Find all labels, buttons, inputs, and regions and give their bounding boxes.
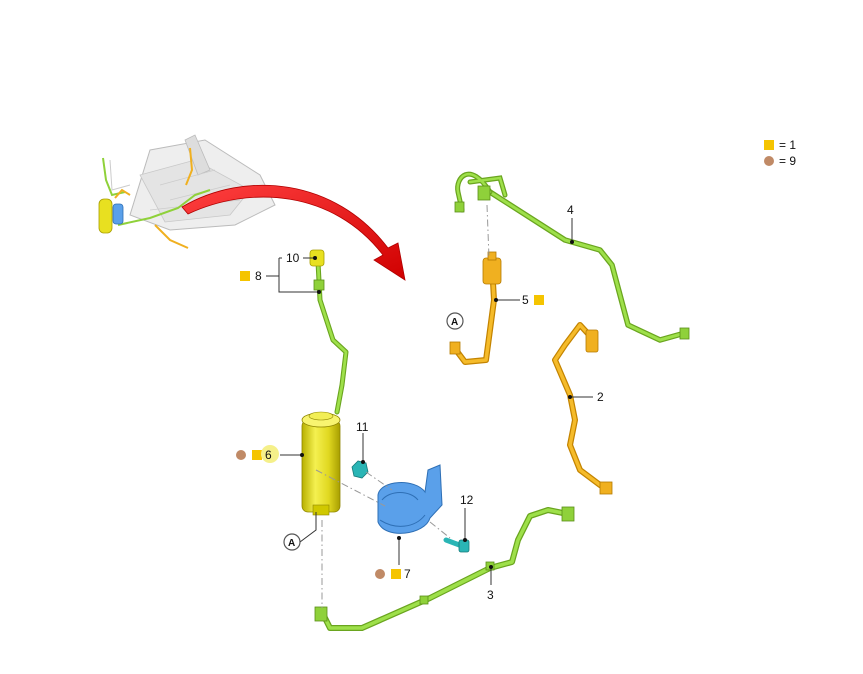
hose-part-10	[309, 249, 349, 415]
circle-marker-icon	[375, 569, 385, 579]
circle-marker-icon	[764, 156, 774, 166]
hose-part-4	[454, 171, 690, 343]
legend: = 1 = 9	[764, 138, 796, 168]
connector-a-lower: A	[283, 533, 301, 551]
bracket-part-7	[377, 464, 443, 534]
connector-a-upper: A	[446, 312, 464, 330]
callout-4: 4	[567, 203, 574, 217]
square-marker-icon	[534, 295, 544, 305]
square-marker-icon	[252, 450, 262, 460]
legend-square-value: = 1	[779, 138, 796, 152]
legend-circle-value: = 9	[779, 154, 796, 168]
callouts: 2 3 4 5 6 7 8 10 11 12 A A	[236, 203, 604, 602]
leader-lines	[266, 218, 593, 585]
square-marker-icon	[764, 140, 774, 150]
callout-3: 3	[487, 588, 494, 602]
callout-8: 8	[255, 269, 262, 283]
callout-7: 7	[404, 567, 411, 581]
callout-11: 11	[356, 420, 369, 434]
callout-2: 2	[597, 390, 604, 404]
hose-part-2	[552, 322, 613, 495]
square-marker-icon	[391, 569, 401, 579]
assembly-lines	[315, 204, 490, 608]
callout-6: 6	[265, 448, 272, 462]
square-marker-icon	[240, 271, 250, 281]
red-arrow-icon	[181, 184, 406, 281]
svg-text:A: A	[288, 538, 295, 549]
vehicle-overview-inset	[98, 134, 276, 249]
hose-part-5	[449, 251, 502, 365]
callout-12: 12	[460, 493, 474, 507]
circle-marker-icon	[236, 450, 246, 460]
callout-6-highlight	[261, 445, 279, 463]
hose-part-3	[314, 506, 575, 631]
canister-part-6	[301, 411, 341, 516]
callout-5: 5	[522, 293, 529, 307]
nut-part-11	[351, 460, 369, 479]
callout-10: 10	[286, 251, 300, 265]
svg-text:A: A	[451, 317, 458, 328]
